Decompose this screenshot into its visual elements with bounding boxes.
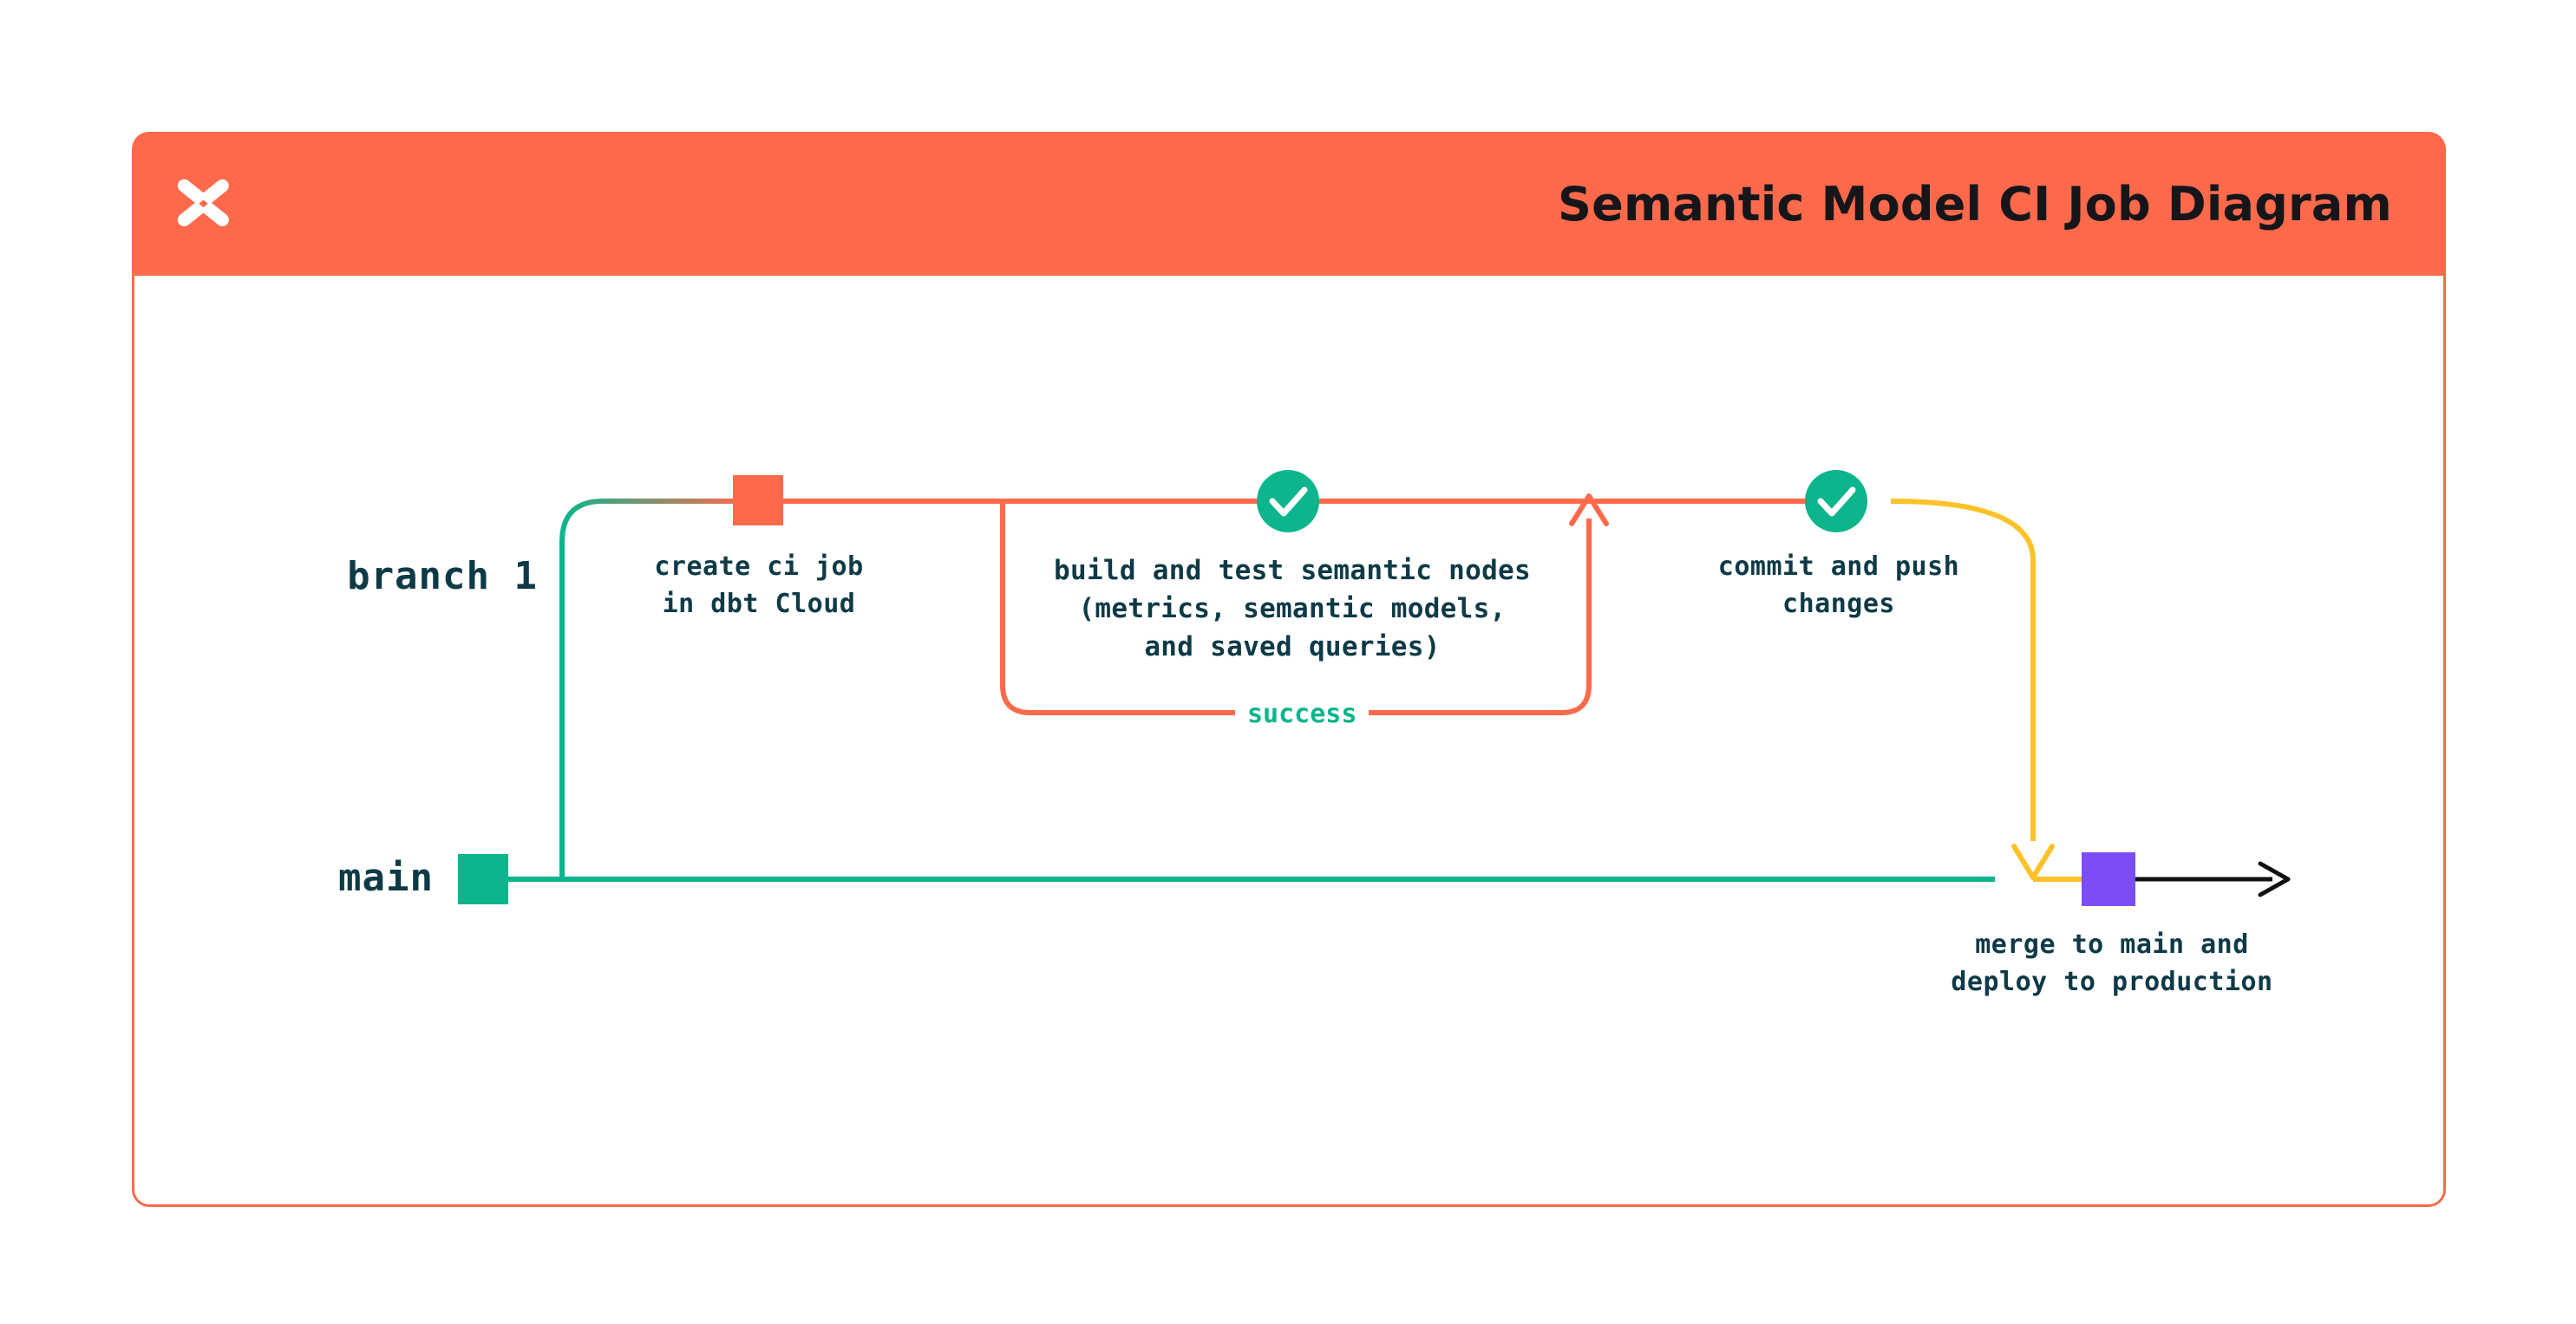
node-caption-build-and-test-line1: build and test semantic nodes <box>1054 555 1531 586</box>
page-title: Semantic Model CI Job Diagram <box>1558 177 2392 232</box>
dbt-x-logo-icon <box>168 170 238 239</box>
node-caption-build-and-test-line2: (metrics, semantic models, <box>1078 593 1507 624</box>
node-caption-create-ci-job-line1: create ci job <box>654 551 864 582</box>
card-header: Semantic Model CI Job Diagram <box>132 132 2446 277</box>
node-caption-merge-to-main-line1: merge to main and <box>1975 929 2249 960</box>
node-caption-commit-and-push-line1: commit and push <box>1717 551 1960 582</box>
branch-label-main: main <box>338 856 434 900</box>
node-caption-merge-to-main-line2: deploy to production <box>1951 967 2273 997</box>
diagram-card: Semantic Model CI Job Diagram <box>132 132 2446 1207</box>
card-body <box>132 276 2446 1207</box>
loop-label-success: success <box>1235 699 1370 729</box>
node-caption-commit-and-push-line2: changes <box>1782 589 1895 619</box>
node-caption-build-and-test-line3: and saved queries) <box>1144 631 1441 662</box>
branch-label-branch-1: branch 1 <box>347 554 538 598</box>
node-caption-create-ci-job-line2: in dbt Cloud <box>662 589 856 619</box>
